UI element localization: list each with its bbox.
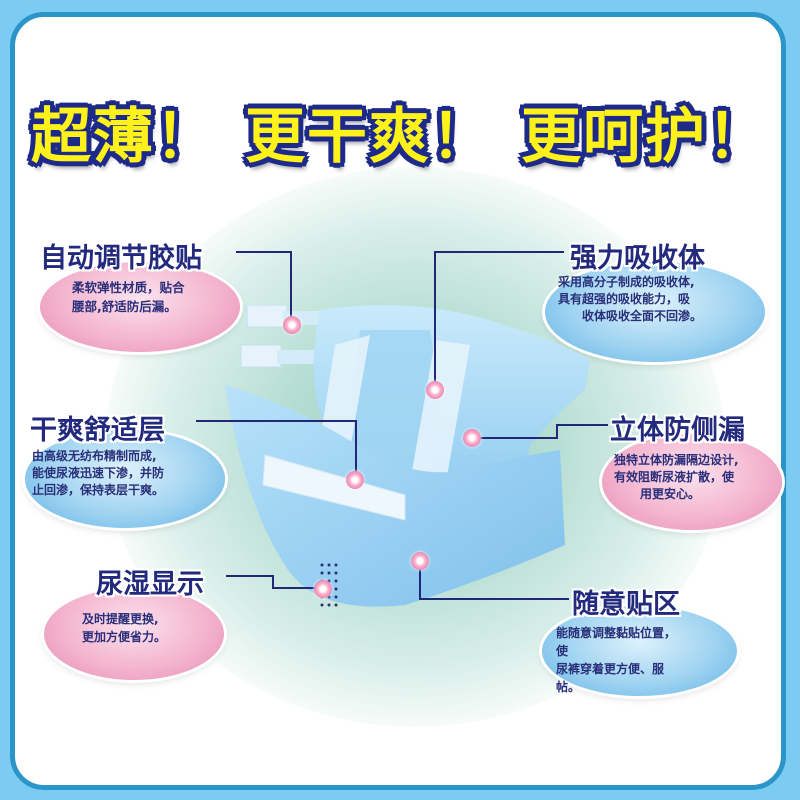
callout-line [236, 251, 292, 253]
callout-line [196, 420, 356, 422]
callout-line [226, 575, 274, 577]
feature-dry-comfort-layer: 干爽舒适层 由高级无纺布精制而成, 能使尿液迅速下渗，并防 止回渗，保持表层干爽… [25, 408, 225, 528]
callout-line [478, 437, 558, 439]
feature-wetness-indicator: 尿湿显示 及时提醒更换, 更加方便省力。 [44, 562, 224, 680]
feature-title: 干爽舒适层 [30, 415, 165, 446]
feature-description: 柔软弹性材质，贴合 腰部,舒适防后漏。 [72, 280, 185, 314]
feature-strong-absorbent-core: 强力吸收体 采用高分子制成的吸收体, 具有超强的吸收能力，吸 收体吸收全面不回渗… [545, 236, 765, 362]
callout-line [419, 598, 569, 600]
feature-auto-adjust-tape: 自动调节胶贴 柔软弹性材质，贴合 腰部,舒适防后漏。 [40, 236, 240, 352]
tape-tab-bottom [240, 344, 282, 368]
callout-line [419, 566, 421, 600]
callout-line [434, 251, 436, 389]
feature-bubble [542, 606, 737, 696]
feature-title: 立体防侧漏 [610, 415, 745, 446]
headline-part-ultra-thin: 超薄！ [31, 102, 217, 172]
callout-dot-indicator [314, 580, 332, 598]
headline: 超薄！ 更干爽！ 更呵护！ [0, 88, 800, 175]
callout-line [272, 575, 274, 589]
feature-title: 尿湿显示 [96, 569, 204, 600]
callout-line [290, 251, 292, 323]
callout-dot-tape [283, 316, 301, 334]
feature-free-stick-zone: 随意贴区 能随意调整黏贴位置，使 尿裤穿着更方便、服帖。 [542, 582, 737, 696]
feature-bubble [25, 430, 225, 528]
feature-bubble [602, 434, 782, 530]
feature-description: 采用高分子制成的吸收体, 具有超强的吸收能力，吸 收体吸收全面不回渗。 [558, 275, 703, 323]
feature-3d-leak-guard: 立体防侧漏 独特立体防漏隔边设计, 有效阻断尿液扩散，使 用更安心。 [602, 408, 782, 530]
feature-description: 由高级无纺布精制而成, 能使尿液迅速下渗，并防 止回渗，保持表层干爽。 [32, 449, 165, 497]
callout-dot-stick-zone [411, 552, 429, 570]
feature-description: 能随意调整黏贴位置，使 尿裤穿着更方便、服帖。 [556, 626, 677, 694]
feature-title: 自动调节胶贴 [40, 243, 202, 274]
feature-bubble [44, 588, 224, 680]
feature-description: 及时提醒更换, 更加方便省力。 [82, 612, 167, 644]
callout-dot-guard [463, 429, 481, 447]
feature-description: 独特立体防漏隔边设计, 有效阻断尿液扩散，使 用更安心。 [614, 453, 739, 501]
tape-tab-top [246, 305, 288, 328]
callout-line [355, 420, 357, 480]
feature-bubble [40, 262, 240, 352]
diaper-illustration [225, 305, 590, 607]
callout-line [556, 424, 558, 438]
feature-bubble [545, 262, 765, 362]
callout-line [434, 251, 564, 253]
callout-line [272, 587, 318, 589]
feature-title: 强力吸收体 [570, 243, 705, 274]
headline-part-more-care: 更呵护！ [521, 102, 769, 172]
headline-part-drier: 更干爽！ [245, 102, 493, 172]
feature-title: 随意贴区 [572, 589, 680, 620]
callout-dot-core [426, 381, 444, 399]
callout-line [556, 424, 608, 426]
callout-dot-layer [346, 471, 364, 489]
